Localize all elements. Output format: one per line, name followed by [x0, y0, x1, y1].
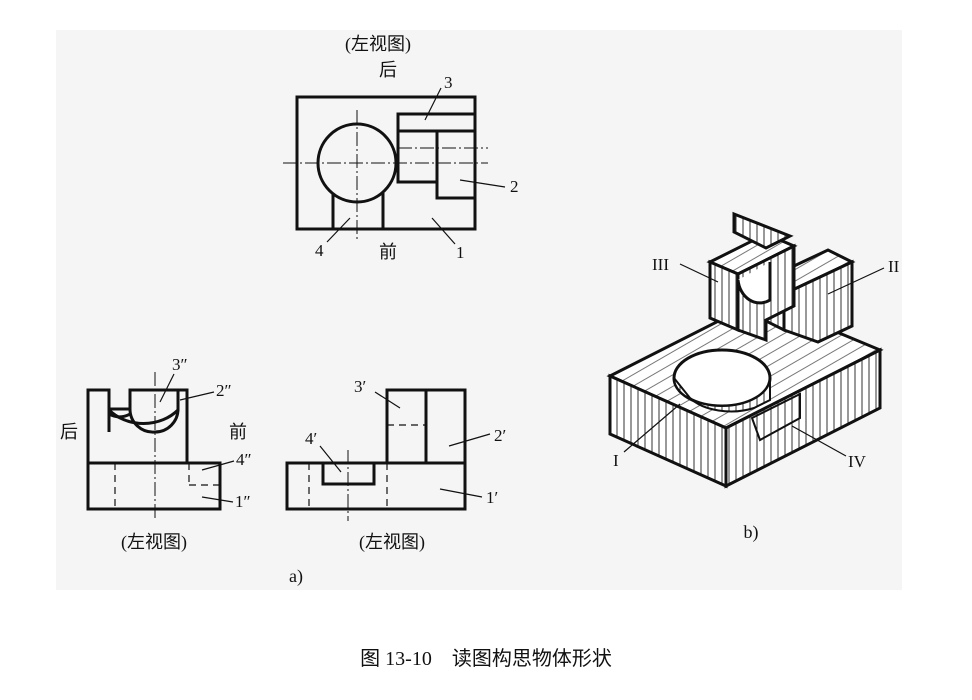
side-view-u-cut: [128, 390, 180, 434]
front-view-label-3: 3′: [354, 377, 366, 396]
top-view-label-2: 2: [510, 177, 519, 196]
iso-upright-u-cut: [736, 262, 772, 305]
iso-label-IV: IV: [848, 452, 867, 471]
front-view-label-4: 4′: [305, 429, 317, 448]
iso-hole-wall: [672, 375, 771, 413]
side-view-label-4: 4″: [236, 450, 252, 469]
iso-label-II: II: [888, 257, 900, 276]
isometric-view: III II I IV: [606, 211, 900, 489]
top-view-caption: (左视图): [345, 34, 411, 55]
iso-base-slot: [750, 392, 801, 442]
side-view-rear-label: 后: [60, 422, 78, 442]
side-view-base: [86, 461, 222, 511]
side-view-leader-2: [179, 391, 215, 401]
top-view-block: [396, 112, 475, 200]
side-view-caption: (左视图): [121, 532, 187, 553]
side-view-label-1: 1″: [235, 492, 251, 511]
side-view-leader-4: [201, 460, 235, 471]
front-view-leader-2: [448, 433, 491, 447]
front-view-leader-3: [374, 391, 401, 409]
top-view-front-label: 前: [379, 242, 397, 262]
iso-label-I: I: [613, 451, 619, 470]
iso-upright-left-face: [708, 259, 740, 333]
side-view-label-2: 2″: [216, 381, 232, 400]
side-view-front-label: 前: [229, 422, 247, 442]
top-view-label-3: 3: [444, 73, 453, 92]
front-view-base: [285, 461, 467, 511]
side-view-label-3: 3″: [172, 355, 188, 374]
side-view-leader-1: [201, 496, 234, 503]
front-view-caption: (左视图): [359, 532, 425, 553]
panel-b-label: b): [744, 522, 759, 543]
iso-leader-IV: [791, 425, 847, 457]
iso-base-right-face: [724, 347, 882, 489]
panel-a-label: a): [289, 566, 303, 587]
iso-leader-I: [623, 403, 681, 453]
top-view-label-4: 4: [315, 241, 324, 260]
front-view: 3′ 2′ 4′ 1′ (左视图): [285, 377, 506, 553]
front-view-label-1: 1′: [486, 488, 498, 507]
top-view-label-1: 1: [456, 243, 465, 262]
front-view-leader-4: [319, 445, 342, 473]
side-view-groove: [107, 390, 180, 426]
iso-leader-III: [679, 263, 719, 283]
iso-leader-II: [827, 267, 885, 295]
top-view: (左视图) 后 3 2 1 4 前: [283, 34, 519, 262]
top-view-leader-3: [424, 87, 442, 121]
iso-label-III: III: [652, 255, 669, 274]
figure-caption: 图 13-10 读图构思物体形状: [360, 647, 612, 670]
front-view-leader-1: [439, 488, 483, 498]
iso-upright-back: [732, 211, 794, 250]
side-view: 后 前 3″ 2″ 4″ 1″ (左视图): [60, 355, 252, 553]
top-view-leader-1: [431, 217, 456, 245]
top-view-leader-4: [326, 217, 351, 243]
side-view-leader-3: [159, 373, 175, 403]
front-view-label-2: 2′: [494, 426, 506, 445]
top-view-rear-label: 后: [379, 60, 397, 80]
top-view-leader-2: [459, 179, 506, 188]
